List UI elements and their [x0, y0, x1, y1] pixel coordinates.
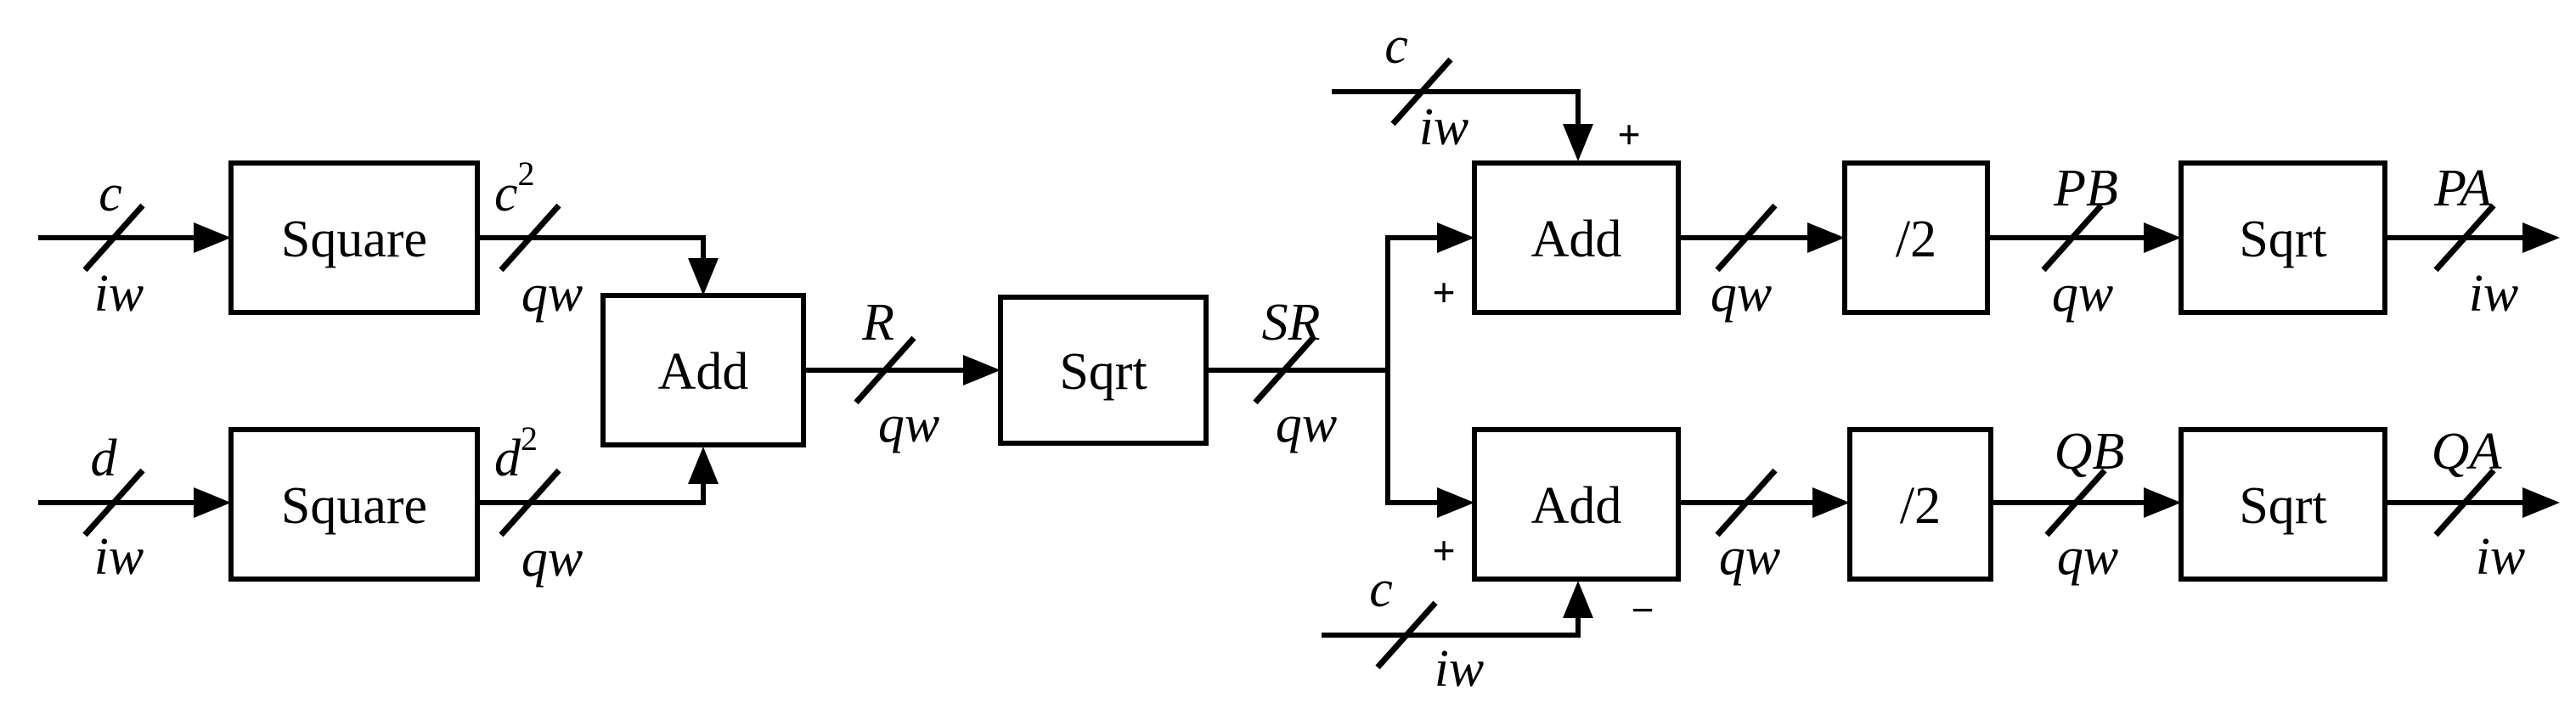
signal-c-top-name: c: [1384, 17, 1408, 75]
wire-c-top: [1332, 89, 1581, 124]
arrowhead-d-squared: [688, 447, 719, 484]
arrowhead-r: [963, 355, 1001, 385]
block-add-r: [600, 293, 806, 447]
block-add-p-label: Add: [1531, 211, 1622, 268]
signal-c-top-width: iw: [1419, 98, 1469, 156]
arrowhead-in-d: [194, 487, 231, 518]
block-add-q: [1472, 427, 1681, 582]
block-add-q-label: Add: [1531, 477, 1622, 535]
bus-slash-d-squared: [499, 468, 561, 537]
wire-c-squared: [477, 235, 706, 260]
signal-add-q-out-width: qw: [1719, 528, 1780, 586]
bus-slash-add-q-out: [1715, 468, 1778, 537]
wire-c-bottom: [1322, 618, 1581, 638]
arrowhead-in-c: [194, 222, 231, 253]
signal-qb-name: QB: [2055, 423, 2125, 481]
block-sqrt-qa: [2179, 427, 2387, 582]
block-sqrt-sr: [998, 295, 1209, 446]
signal-c-squared-width: qw: [521, 265, 583, 323]
signal-in-c-width: iw: [94, 265, 144, 323]
signal-r-width: qw: [878, 396, 939, 453]
block-square-c-label: Square: [281, 211, 427, 268]
block-div-p: [1842, 160, 1990, 315]
signal-c-bottom-name: c: [1369, 560, 1393, 618]
signal-qb-width: qw: [2057, 528, 2118, 586]
bus-slash-c-squared: [499, 203, 561, 273]
block-square-c: [228, 160, 480, 315]
bus-slash-pa: [2433, 203, 2496, 273]
block-div-p-label: /2: [1896, 211, 1936, 268]
signal-c-squared-exp: 2: [518, 155, 535, 193]
signal-d-squared-width: qw: [521, 530, 583, 588]
signal-in-d-name: d: [91, 430, 118, 487]
arrowhead-sr-add-p: [1437, 222, 1474, 253]
arrowhead-pa: [2522, 222, 2560, 253]
sign-add-p-left: +: [1433, 270, 1456, 314]
bus-slash-c-bottom: [1375, 600, 1438, 670]
bus-slash-add-p-out: [1715, 203, 1778, 273]
arrowhead-sr-add-q: [1437, 487, 1474, 518]
bus-slash-qb: [2044, 468, 2107, 537]
block-add-p: [1472, 160, 1681, 315]
wire-sr-to-add-p: [1385, 235, 1437, 370]
signal-pa-width: iw: [2469, 265, 2519, 323]
block-sqrt-pa: [2179, 160, 2387, 315]
bus-slash-qa: [2433, 468, 2496, 537]
wire-d-squared: [477, 482, 706, 505]
signal-qa-name: QA: [2432, 423, 2503, 481]
bus-slash-in-d: [82, 468, 145, 537]
arrowhead-add-q-out: [1812, 487, 1850, 518]
sign-add-q-left: +: [1433, 528, 1456, 572]
arrowhead-qb: [2144, 487, 2181, 518]
block-add-r-label: Add: [658, 343, 749, 401]
signal-sr-name: SR: [1262, 294, 1321, 352]
signal-in-d-width: iw: [94, 528, 144, 586]
signal-qa-width: iw: [2476, 528, 2526, 586]
block-square-d: [228, 427, 480, 582]
bus-slash-sr: [1253, 335, 1316, 405]
block-sqrt-sr-label: Sqrt: [1059, 343, 1147, 401]
signal-c-bottom-width: iw: [1435, 640, 1485, 698]
arrowhead-qa: [2522, 487, 2560, 518]
block-div-q-label: /2: [1900, 477, 1941, 535]
bus-slash-r: [854, 335, 916, 405]
block-sqrt-pa-label: Sqrt: [2239, 211, 2326, 268]
signal-pa-name: PA: [2433, 160, 2493, 217]
bus-slash-c-top: [1390, 57, 1453, 127]
wire-sr-to-add-q: [1385, 370, 1437, 505]
signal-add-p-out-width: qw: [1711, 265, 1772, 323]
signal-r-name: R: [861, 294, 894, 352]
bus-slash-pb: [2041, 203, 2104, 273]
arrowhead-c-top: [1563, 124, 1593, 161]
arrowhead-pb: [2144, 222, 2181, 253]
signal-d-squared-exp: 2: [521, 419, 538, 458]
signal-sr-width: qw: [1276, 396, 1337, 453]
block-div-q: [1847, 427, 1993, 582]
block-sqrt-qa-label: Sqrt: [2239, 477, 2326, 535]
signal-c-squared-name: c2: [494, 155, 535, 222]
sign-add-p-top: +: [1618, 112, 1641, 156]
arrowhead-c-bottom: [1563, 581, 1593, 618]
arrowhead-add-p-out: [1807, 222, 1845, 253]
signal-pb-name: PB: [2053, 160, 2118, 217]
signal-in-c-name: c: [99, 165, 122, 222]
arrowhead-c-squared: [688, 258, 719, 295]
signal-d-squared-name: d2: [494, 419, 538, 487]
bus-slash-in-c: [82, 203, 145, 273]
signal-pb-width: qw: [2052, 265, 2113, 323]
sign-add-q-bottom: −: [1632, 588, 1654, 632]
block-square-d-label: Square: [281, 477, 427, 535]
